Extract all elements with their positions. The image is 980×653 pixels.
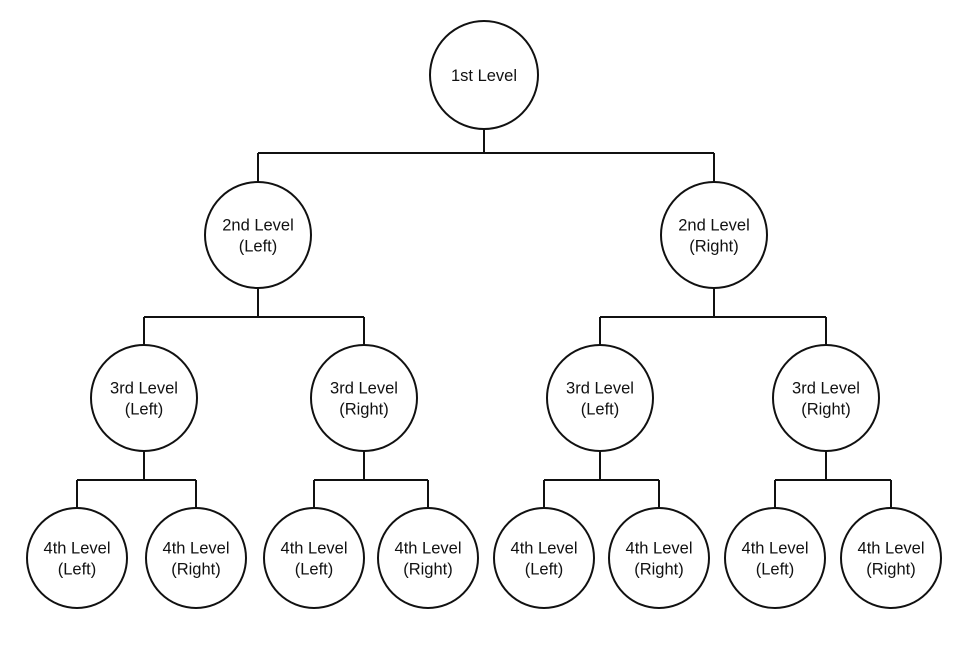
node-level-label: 4th Level [281, 540, 348, 558]
node-level-label: 3rd Level [330, 380, 398, 398]
node-level-label: 4th Level [742, 540, 809, 558]
tree-node-n4b: 4th Level (Right) [145, 507, 247, 609]
node-circle [377, 507, 479, 609]
node-side-label: (Left) [58, 561, 97, 579]
tree-node-n3b: 3rd Level (Right) [310, 344, 418, 452]
node-side-label: (Right) [339, 401, 389, 419]
node-level-label: 3rd Level [792, 380, 860, 398]
node-side-label: (Left) [525, 561, 564, 579]
tree-node-n4a: 4th Level (Left) [26, 507, 128, 609]
tree-node-n4f: 4th Level (Right) [608, 507, 710, 609]
node-circle [724, 507, 826, 609]
tree-node-n4g: 4th Level (Left) [724, 507, 826, 609]
node-circle [310, 344, 418, 452]
node-level-label: 4th Level [163, 540, 230, 558]
node-side-label: (Left) [581, 401, 620, 419]
node-circle [263, 507, 365, 609]
node-side-label: (Right) [634, 561, 684, 579]
node-level-label: 2nd Level [678, 217, 750, 235]
tree-node-n3c: 3rd Level (Left) [546, 344, 654, 452]
tree-node-n4h: 4th Level (Right) [840, 507, 942, 609]
node-circle [840, 507, 942, 609]
node-level-label: 3rd Level [110, 380, 178, 398]
tree-node-n2R: 2nd Level (Right) [660, 181, 768, 289]
node-level-label: 4th Level [626, 540, 693, 558]
tree-node-n1: 1st Level [429, 20, 539, 130]
node-circle [90, 344, 198, 452]
node-side-label: (Right) [801, 401, 851, 419]
tree-connectors [76, 129, 892, 508]
node-circle [204, 181, 312, 289]
node-side-label: (Right) [403, 561, 453, 579]
node-level-label: 2nd Level [222, 217, 294, 235]
tree-node-n4c: 4th Level (Left) [263, 507, 365, 609]
node-level-label: 4th Level [858, 540, 925, 558]
node-circle [772, 344, 880, 452]
node-side-label: (Right) [689, 238, 739, 256]
node-circle [660, 181, 768, 289]
node-level-label: 4th Level [44, 540, 111, 558]
node-circle [26, 507, 128, 609]
node-level-label: 4th Level [511, 540, 578, 558]
node-level-label: 1st Level [451, 67, 517, 85]
tree-node-n3a: 3rd Level (Left) [90, 344, 198, 452]
node-side-label: (Left) [239, 238, 278, 256]
tree-node-n3d: 3rd Level (Right) [772, 344, 880, 452]
node-circle [546, 344, 654, 452]
tree-node-n4e: 4th Level (Left) [493, 507, 595, 609]
tree-node-n2L: 2nd Level (Left) [204, 181, 312, 289]
node-level-label: 4th Level [395, 540, 462, 558]
node-side-label: (Left) [125, 401, 164, 419]
node-circle [608, 507, 710, 609]
node-circle [429, 20, 539, 130]
tree-node-n4d: 4th Level (Right) [377, 507, 479, 609]
node-circle [145, 507, 247, 609]
node-level-label: 3rd Level [566, 380, 634, 398]
tree-nodes: 1st Level 2nd Level (Left) 2nd Level (Right)… [26, 20, 942, 609]
node-side-label: (Left) [295, 561, 334, 579]
node-circle [493, 507, 595, 609]
node-side-label: (Left) [756, 561, 795, 579]
node-side-label: (Right) [866, 561, 916, 579]
node-side-label: (Right) [171, 561, 221, 579]
